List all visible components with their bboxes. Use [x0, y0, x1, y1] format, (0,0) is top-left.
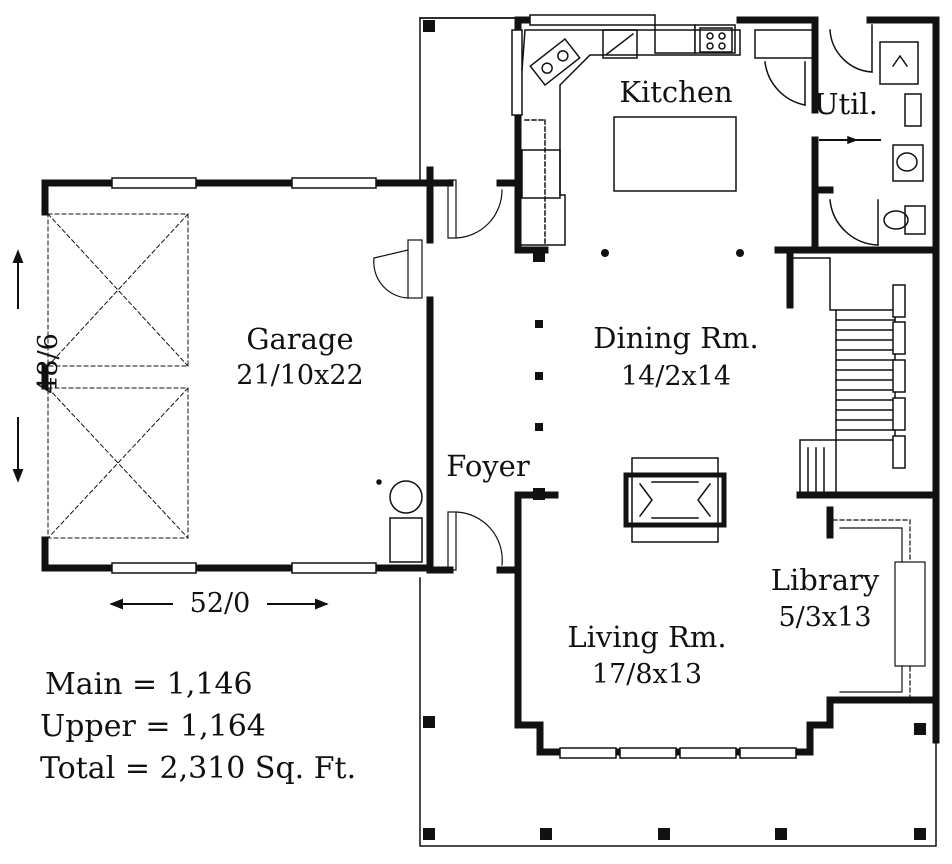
dining-name-label: Dining Rm.: [593, 321, 759, 355]
dining-size-label: 14/2x14: [620, 361, 732, 392]
porch-posts: [423, 20, 926, 840]
garage-name-label: Garage: [246, 322, 354, 356]
total-sqft-label: Total = 2,310 Sq. Ft.: [40, 751, 357, 786]
garage-doors: [47, 213, 189, 539]
living-windows: [559, 747, 797, 759]
living-name-label: Living Rm.: [567, 620, 727, 654]
fireplace: [623, 457, 727, 543]
width-dimension-label: 52/0: [189, 588, 251, 619]
garage-windows: [111, 177, 377, 574]
kitchen-label: Kitchen: [619, 75, 733, 109]
stair-windows: [892, 284, 906, 469]
stairs: [789, 257, 896, 496]
kitchen-island: [613, 116, 737, 192]
pantry: [754, 29, 816, 106]
library-shelves: [832, 519, 926, 701]
upper-sqft-label: Upper = 1,164: [40, 709, 266, 744]
porch-outline: [419, 17, 937, 847]
main-sqft-label: Main = 1,146: [45, 667, 253, 702]
foyer-doors: [447, 179, 503, 571]
water-heater: [376, 479, 423, 563]
dining-columns: [533, 249, 744, 500]
dimension-width-arrow: [109, 598, 329, 610]
library-name-label: Library: [770, 563, 880, 597]
garage-size-label: 21/10x22: [236, 360, 364, 391]
kitchen-counter: [521, 27, 741, 246]
depth-dimension-label: 48/6: [32, 333, 64, 394]
living-size-label: 17/8x13: [591, 659, 703, 690]
garage-entry-door: [373, 239, 423, 299]
library-size-label: 5/3x13: [778, 602, 872, 633]
utility-fixtures: [819, 24, 926, 246]
util-label: Util.: [814, 87, 878, 121]
foyer-label: Foyer: [446, 449, 530, 483]
dimension-depth-arrow: [12, 249, 24, 483]
